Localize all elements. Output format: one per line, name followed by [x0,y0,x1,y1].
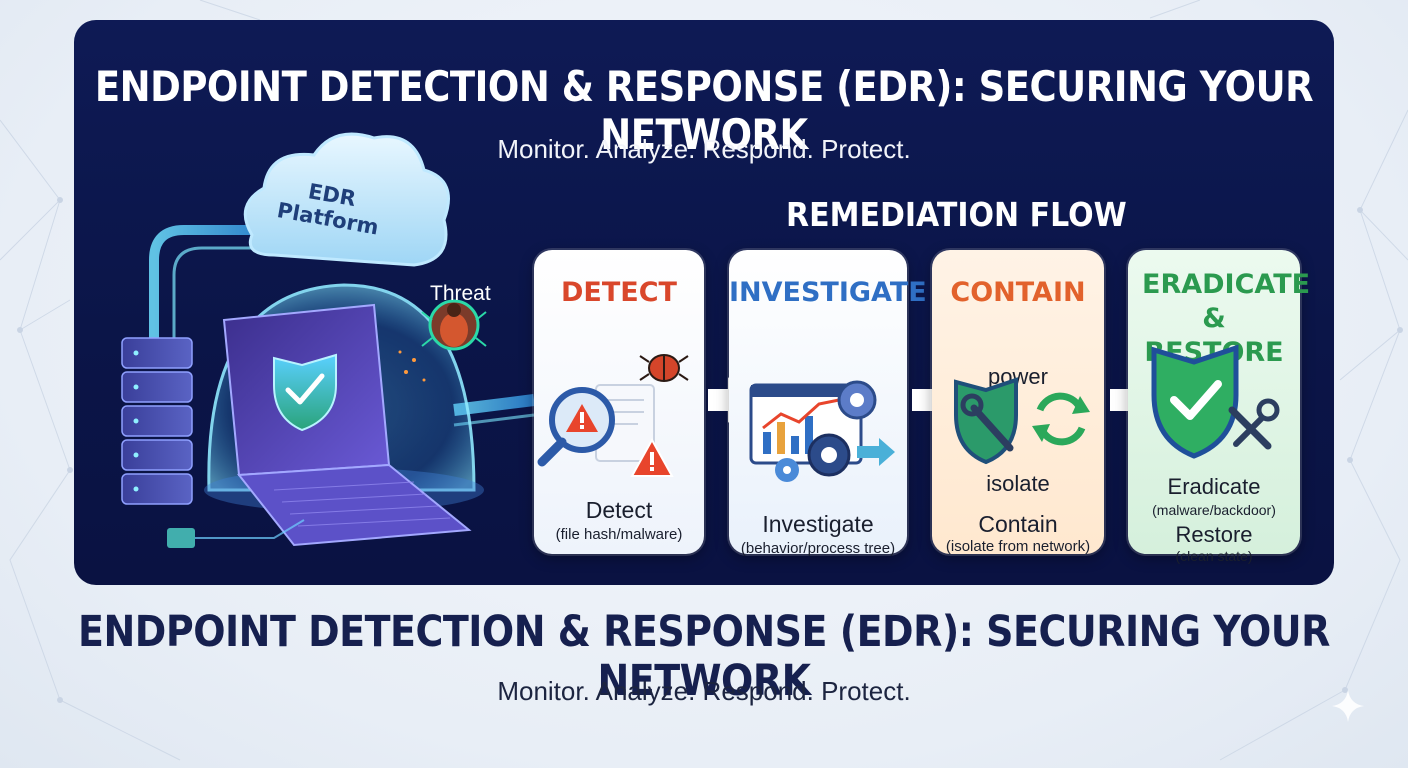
step-heading: CONTAIN [950,277,1086,308]
main-panel: ENDPOINT DETECTION & RESPONSE (EDR): SEC… [74,20,1334,585]
flow-title: REMEDIATION FLOW [786,196,1127,235]
footer-subtitle: Monitor. Analyze. Respond. Protect. [497,676,911,706]
step-card-detect: DETECT Detect (file hash/malware) [534,250,704,554]
step-card-contain: CONTAIN power isolate Contain (isolate f… [932,250,1104,555]
shield-wrench-icon [954,377,1090,465]
step-card-eradicate-restore: ERADICATE & RESTORE Eradicate (malware/b… [1128,250,1310,564]
step-note: (behavior/process tree) [740,540,896,557]
sparkle-icon [1332,690,1364,722]
shield-check-icon [273,353,337,432]
magnifier-warning-icon [537,354,689,477]
step-label: Detect [585,497,653,523]
step-label: Investigate [762,511,874,537]
step-note: (isolate from network) [945,538,1091,555]
icon-bottom-label: isolate [986,471,1050,496]
bug-icon [398,299,487,382]
step-label: Contain [978,511,1058,537]
step-heading: INVESTIGATE [729,277,927,308]
edr-illustration [121,132,535,548]
step-note-2: (clean state) [1175,548,1253,564]
shield-tools-icon [1151,344,1280,459]
step-heading: DETECT [561,277,677,308]
threat-label: Threat [430,282,491,305]
step-note: (file hash/malware) [555,526,683,543]
cloud-icon [243,132,450,267]
chart-gears-icon [749,380,895,482]
panel-title: ENDPOINT DETECTION & RESPONSE (EDR): SEC… [94,62,1314,160]
footer-title: ENDPOINT DETECTION & RESPONSE (EDR): SEC… [78,606,1330,706]
step-note: (malware/backdoor) [1152,502,1276,518]
refresh-icon [1032,392,1090,446]
step-label: Eradicate [1167,474,1261,499]
panel-subtitle: Monitor. Analyze. Respond. Protect. [497,134,911,164]
server-icon [121,337,193,505]
step-card-investigate: INVESTIGATE Investigate (behavior/proces… [729,250,927,557]
step-label-2: Restore [1175,522,1253,547]
